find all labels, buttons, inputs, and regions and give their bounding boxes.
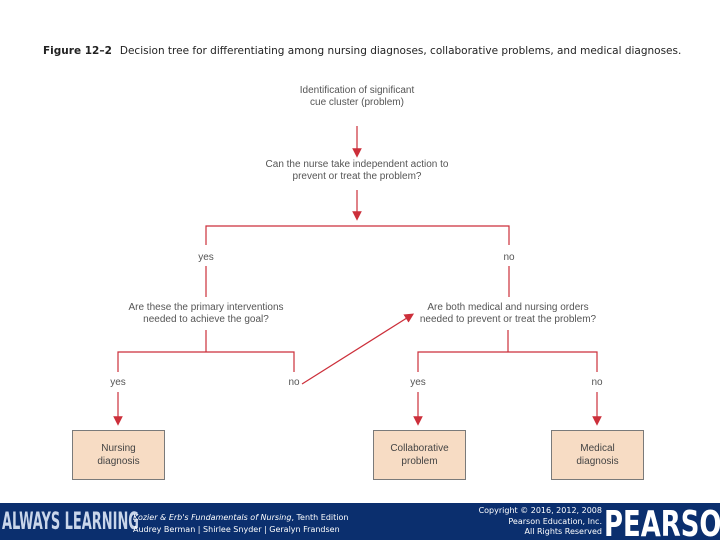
book-edition: , Tenth Edition: [291, 513, 349, 522]
copyright-line-2: Pearson Education, Inc.: [508, 516, 602, 526]
outcome-nursing-label: Nursing diagnosis: [97, 443, 140, 467]
outcome-medical-diagnosis: Medical diagnosis: [551, 430, 644, 480]
branch-q3: [417, 351, 598, 372]
label-no-1: no: [503, 252, 515, 263]
label-yes-1: yes: [198, 252, 214, 263]
copyright-line-3: All Rights Reserved: [524, 527, 602, 536]
always-learning-logo: ALWAYS LEARNING: [2, 507, 139, 535]
figure-caption: Figure 12–2 Decision tree for differentia…: [43, 44, 683, 58]
branch-q1: [205, 225, 510, 245]
outcome-nursing-diagnosis: Nursing diagnosis: [72, 430, 165, 480]
book-title: Kozier & Erb's Fundamentals of Nursing: [133, 513, 292, 522]
question-primary-interventions: Are these the primary interventions need…: [128, 302, 284, 325]
root-node: Identification of significant cue cluste…: [299, 85, 415, 108]
caption-text: Decision tree for differentiating among …: [119, 45, 682, 57]
branch-q2: [117, 351, 295, 372]
footer-bar: ALWAYS LEARNING Kozier & Erb's Fundament…: [0, 503, 720, 545]
label-no-3: no: [591, 377, 603, 388]
outcome-medical-label: Medical diagnosis: [576, 443, 619, 467]
figure-label: Figure 12–2: [43, 45, 112, 57]
question-medical-and-nursing-orders: Are both medical and nursing orders need…: [419, 302, 597, 325]
label-yes-2: yes: [110, 377, 126, 388]
book-authors: Audrey Berman | Shirlee Snyder | Geralyn…: [133, 525, 340, 534]
arrow-no2-to-q3: [301, 313, 415, 385]
decision-tree-connectors: [113, 126, 602, 426]
label-yes-3: yes: [410, 377, 426, 388]
label-no-2: no: [288, 377, 300, 388]
copyright-line-1: Copyright © 2016, 2012, 2008: [478, 506, 602, 515]
copyright-notice: Copyright © 2016, 2012, 2008 Pearson Edu…: [442, 506, 602, 538]
outcome-collaborative-label: Collaborative problem: [390, 443, 449, 467]
pearson-logo: PEARSON: [604, 504, 720, 545]
question-independent-action: Can the nurse take independent action to…: [265, 159, 449, 182]
book-reference: Kozier & Erb's Fundamentals of Nursing, …: [133, 512, 348, 536]
outcome-collaborative-problem: Collaborative problem: [373, 430, 466, 480]
